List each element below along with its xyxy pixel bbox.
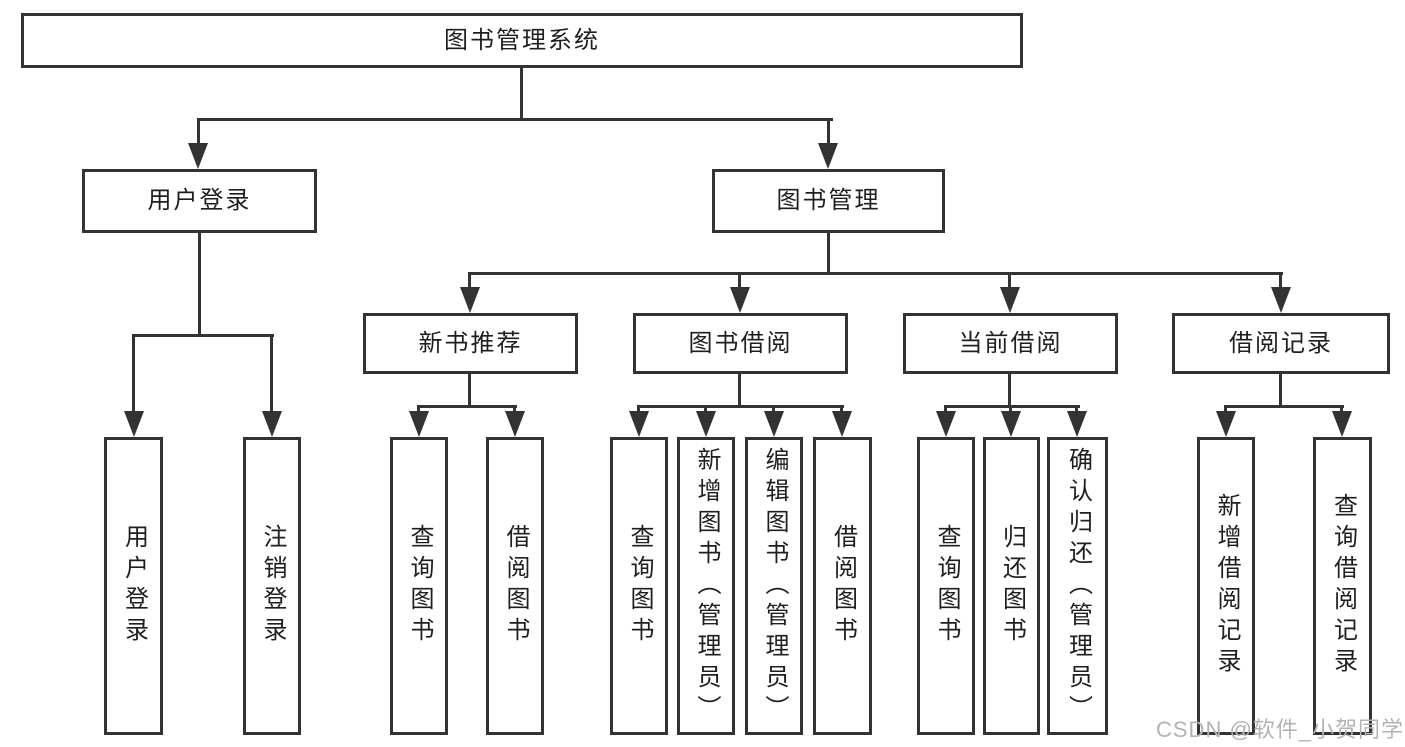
arrowhead-down bbox=[1271, 287, 1291, 313]
connector-leaf-stub bbox=[840, 405, 843, 414]
connector-root-stem bbox=[520, 68, 523, 120]
connector-book-borrowing-bus bbox=[637, 405, 844, 408]
node-new-book-recommendation: 新书推荐 bbox=[363, 313, 578, 374]
connector-leaf-stub bbox=[1224, 405, 1227, 414]
node-label: 查询借阅记录 bbox=[1329, 493, 1357, 679]
arrowhead-down bbox=[832, 411, 852, 437]
connector-book-borrowing-stem bbox=[738, 374, 741, 407]
node-label: 借阅图书 bbox=[829, 524, 857, 648]
arrowhead-down bbox=[1001, 411, 1021, 437]
node-label: 用户登录 bbox=[120, 524, 148, 648]
node-label: 新增图书（管理员） bbox=[693, 446, 720, 726]
connector-user-login-bus bbox=[132, 334, 274, 337]
arrowhead-down bbox=[629, 411, 649, 437]
node-borrow-books-recommend: 借阅图书 bbox=[486, 437, 544, 735]
node-query-books-recommend: 查询图书 bbox=[390, 437, 448, 735]
arrowhead-down bbox=[818, 143, 838, 169]
node-label: 借阅图书 bbox=[502, 524, 529, 648]
arrowhead-down bbox=[505, 411, 525, 437]
node-user-login: 用户登录 bbox=[82, 169, 317, 233]
connector-new-book-bus bbox=[417, 405, 517, 408]
node-return-books: 归还图书 bbox=[983, 437, 1040, 735]
node-label: 归还图书 bbox=[998, 524, 1026, 648]
connector-to-new-book bbox=[468, 272, 471, 290]
node-query-books-borrowing: 查询图书 bbox=[610, 437, 668, 735]
node-label: 查询图书 bbox=[933, 524, 960, 648]
node-query-borrow-record: 查询借阅记录 bbox=[1313, 437, 1372, 735]
connector-to-book-borrowing bbox=[738, 272, 741, 290]
connector-new-book-stem bbox=[468, 374, 471, 407]
connector-to-logout bbox=[270, 334, 273, 414]
node-borrow-books: 借阅图书 bbox=[813, 437, 872, 735]
arrowhead-down bbox=[1000, 287, 1020, 313]
arrowhead-down bbox=[696, 411, 716, 437]
node-label: 编辑图书（管理员） bbox=[761, 446, 788, 726]
node-add-books-admin: 新增图书（管理员） bbox=[677, 437, 735, 735]
connector-book-management-stem bbox=[827, 233, 830, 274]
node-library-management-system: 图书管理系统 bbox=[21, 13, 1023, 68]
connector-to-user-login bbox=[197, 120, 200, 146]
csdn-watermark: CSDN @软件_小贺同学 bbox=[1156, 717, 1405, 742]
node-label: 新书推荐 bbox=[418, 329, 523, 357]
arrowhead-down bbox=[124, 411, 144, 437]
node-label: 借阅记录 bbox=[1229, 329, 1333, 357]
node-logout: 注销登录 bbox=[243, 437, 301, 735]
node-query-books-current: 查询图书 bbox=[917, 437, 975, 735]
arrowhead-down bbox=[1332, 411, 1352, 437]
node-user-login-leaf: 用户登录 bbox=[104, 437, 163, 735]
connector-borrow-records-bus bbox=[1224, 405, 1344, 408]
connector-user-login-stem bbox=[198, 233, 201, 336]
connector-leaf-stub bbox=[1075, 405, 1078, 414]
connector-leaf-stub bbox=[637, 405, 640, 414]
node-label: 当前借阅 bbox=[958, 329, 1063, 357]
connector-leaf-stub bbox=[1009, 405, 1012, 414]
arrowhead-down bbox=[409, 411, 429, 437]
arrowhead-down bbox=[460, 287, 480, 313]
connector-to-book-management bbox=[827, 120, 830, 146]
connector-current-borrowing-bus bbox=[944, 405, 1080, 408]
arrowhead-down bbox=[1216, 411, 1236, 437]
node-add-borrow-record: 新增借阅记录 bbox=[1197, 437, 1255, 735]
connector-to-user-login-leaf bbox=[132, 334, 135, 414]
connector-leaf-stub bbox=[417, 405, 420, 414]
connector-borrow-records-stem bbox=[1279, 374, 1282, 407]
connector-level3-bus bbox=[468, 272, 1283, 275]
node-book-management: 图书管理 bbox=[712, 169, 945, 233]
connector-level2-bus bbox=[197, 118, 833, 121]
node-edit-books-admin: 编辑图书（管理员） bbox=[745, 437, 803, 735]
arrowhead-down bbox=[188, 143, 208, 169]
node-label: 图书管理 bbox=[776, 187, 881, 214]
connector-leaf-stub bbox=[944, 405, 947, 414]
connector-to-borrow-records bbox=[1279, 272, 1282, 290]
node-label: 新增借阅记录 bbox=[1213, 493, 1240, 679]
arrowhead-down bbox=[262, 411, 282, 437]
connector-to-current-borrowing bbox=[1008, 272, 1011, 290]
connector-leaf-stub bbox=[772, 405, 775, 414]
node-label: 查询图书 bbox=[406, 524, 433, 648]
node-label: 注销登录 bbox=[259, 524, 286, 648]
arrowhead-down bbox=[936, 411, 956, 437]
node-borrowing-records: 借阅记录 bbox=[1172, 313, 1390, 374]
node-label: 查询图书 bbox=[626, 524, 653, 648]
connector-leaf-stub bbox=[513, 405, 516, 414]
node-label: 图书借阅 bbox=[688, 329, 793, 357]
arrowhead-down bbox=[1067, 411, 1087, 437]
node-confirm-return-admin: 确认归还（管理员） bbox=[1047, 437, 1108, 735]
connector-leaf-stub bbox=[1340, 405, 1343, 414]
node-current-borrowing: 当前借阅 bbox=[903, 313, 1118, 374]
arrowhead-down bbox=[730, 287, 750, 313]
connector-current-borrowing-stem bbox=[1008, 374, 1011, 407]
node-label: 图书管理系统 bbox=[444, 26, 600, 54]
node-label: 用户登录 bbox=[147, 187, 252, 214]
connector-leaf-stub bbox=[704, 405, 707, 414]
arrowhead-down bbox=[764, 411, 784, 437]
node-label: 确认归还（管理员） bbox=[1064, 446, 1092, 726]
node-book-borrowing: 图书借阅 bbox=[633, 313, 848, 374]
